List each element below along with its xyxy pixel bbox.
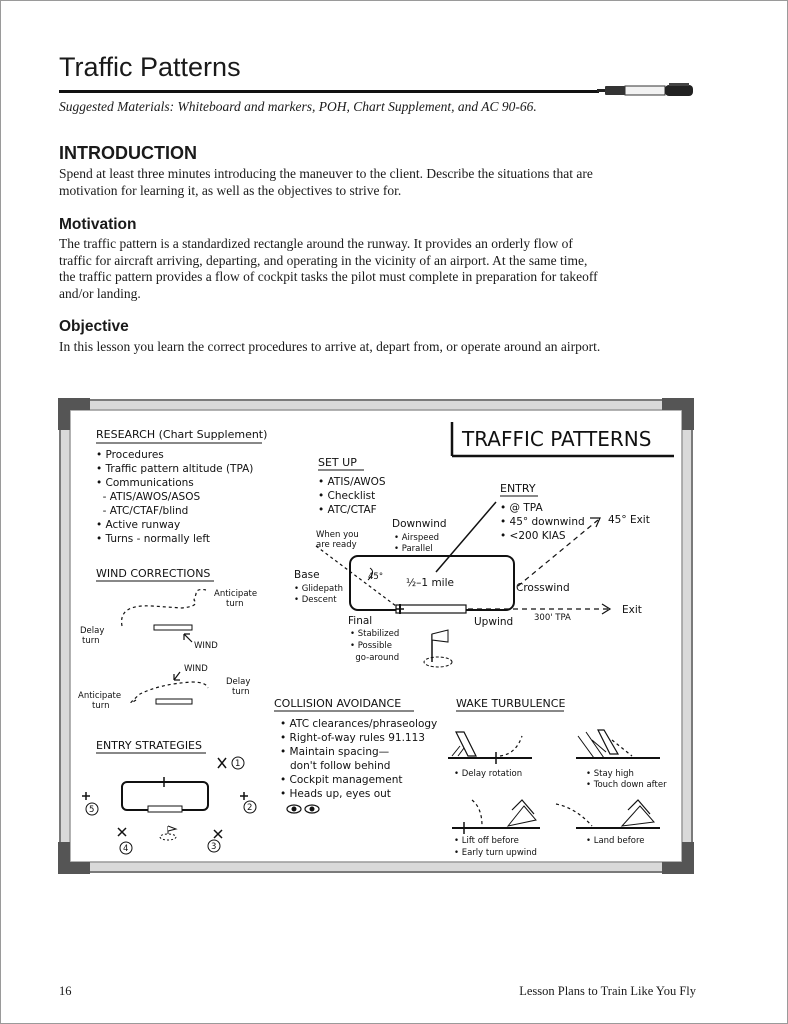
objective-heading: Objective [59,318,129,335]
downwind-item: • Airspeed [394,533,439,543]
exit-label: Exit [622,604,642,616]
book-title: Lesson Plans to Train Like You Fly [519,984,696,998]
svg-text:5: 5 [89,805,94,815]
page-title: Traffic Patterns [59,52,241,82]
collision-item: • Cockpit management [280,774,403,786]
delay-turn-label: Delay [226,677,250,687]
setup-heading: SET UP [318,456,357,469]
objective-text: In this lesson you learn the correct pro… [59,339,601,354]
setup-item: • ATIS/AWOS [318,476,386,488]
research-item: - ATIS/AWOS/ASOS [96,491,200,503]
wake-turbulence-heading: WAKE TURBULENCE [456,697,565,710]
setup-item: • ATC/CTAF [318,504,377,516]
base-item: • Glidepath [294,584,343,594]
wake-note: • Delay rotation [454,769,522,779]
tpa-note: 300' TPA [534,613,571,623]
distance-label: ½–1 mile [406,577,454,589]
introduction-heading: INTRODUCTION [59,143,197,163]
base-item: • Descent [294,595,337,605]
strategy-marker: 1 2 3 4 5 [85,756,257,855]
exit-45-label: 45° Exit [608,514,650,526]
delay-turn-label: turn [82,636,99,646]
svg-text:1: 1 [235,759,240,769]
collision-item: • Heads up, eyes out [280,788,391,800]
title-rule [59,90,599,93]
crosswind-label: Crosswind [516,582,570,594]
final-label: Final [348,615,372,627]
base-label: Base [294,569,320,581]
whiteboard-title: TRAFFIC PATTERNS [461,427,651,451]
introduction-text: Spend at least three minutes introducing… [59,166,593,198]
svg-text:2: 2 [247,803,252,813]
anticipate-turn-label: Anticipate [214,589,257,599]
wind-label: WIND [194,641,218,651]
research-item: • Turns - normally left [96,533,210,545]
entry-strategies-heading: ENTRY STRATEGIES [96,739,202,752]
collision-item: • Right-of-way rules 91.113 [280,732,425,744]
windsock-icon [423,629,453,668]
final-item: • Possible [350,641,392,651]
entry-item: • @ TPA [500,502,543,514]
research-item: • Procedures [96,449,164,461]
when-ready-label: are ready [316,540,357,550]
setup-item: • Checklist [318,490,375,502]
downwind-label: Downwind [392,518,447,530]
research-item: • Active runway [96,519,180,531]
upwind-label: Upwind [474,616,513,628]
motivation-heading: Motivation [59,216,137,233]
angle-label: 45° [368,572,383,582]
research-item: • Traffic pattern altitude (TPA) [96,463,253,475]
downwind-item: • Parallel [394,544,433,554]
page-number: 16 [59,984,72,998]
wind-label: WIND [184,664,208,674]
wake-note: • Stay high [586,769,634,779]
collision-item: • ATC clearances/phraseology [280,718,437,730]
wake-note: • Land before [586,836,645,846]
entry-item: • 45° downwind [500,516,585,528]
research-heading: RESEARCH (Chart Supplement) [96,428,267,441]
research-item: • Communications [96,477,194,489]
whiteboard-corner [58,398,694,874]
entry-heading: ENTRY [500,482,536,495]
collision-avoidance-heading: COLLISION AVOIDANCE [274,697,401,710]
wake-note: • Early turn upwind [454,848,537,858]
entry-item: • <200 KIAS [500,530,566,542]
research-item: - ATC/CTAF/blind [96,505,188,517]
eyes-icon [286,804,320,814]
when-ready-label: When you [316,530,359,540]
delay-turn-label: Delay [80,626,104,636]
wake-note: • Lift off before [454,836,519,846]
wake-sketch [448,729,660,834]
suggested-materials: Suggested Materials: Whiteboard and mark… [59,99,537,114]
marker-pen-icon [597,83,693,96]
whiteboard-illustration: TRAFFIC PATTERNS RESEARCH (Chart Supplem… [58,398,694,874]
motivation-text: The traffic pattern is a standardized re… [59,236,598,301]
final-item: go-around [350,653,399,663]
collision-item: don't follow behind [280,760,390,772]
wind-corrections-heading: WIND CORRECTIONS [96,567,210,580]
final-item: • Stabilized [350,629,399,639]
collision-item: • Maintain spacing— [280,746,389,758]
svg-text:4: 4 [123,844,128,854]
anticipate-turn-label: turn [92,701,109,711]
delay-turn-label: turn [232,687,249,697]
svg-text:3: 3 [211,842,216,852]
anticipate-turn-label: Anticipate [78,691,121,701]
anticipate-turn-label: turn [226,599,243,609]
wake-note: • Touch down after [586,780,667,790]
